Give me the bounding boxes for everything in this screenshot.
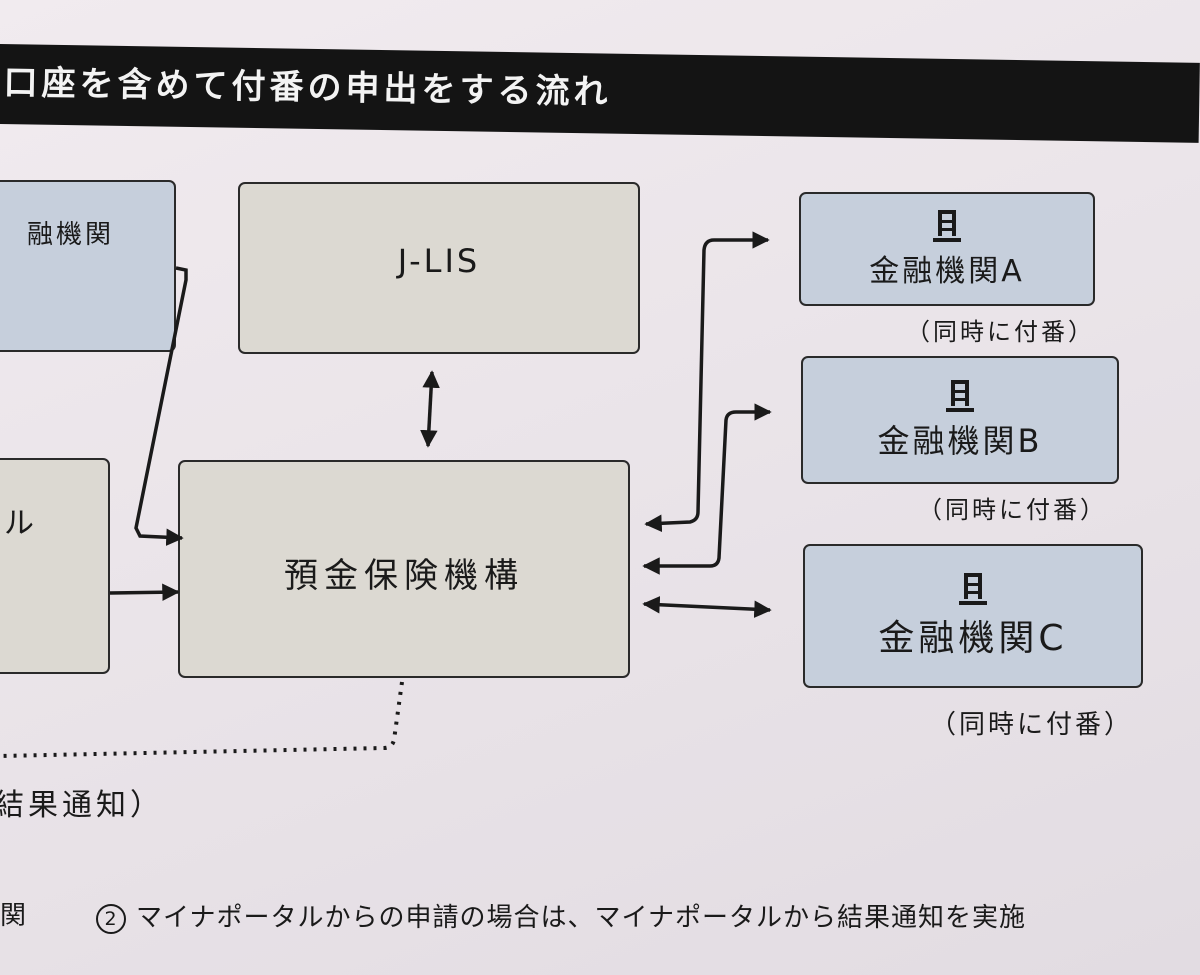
bank-building-icon (946, 380, 974, 412)
bank-a-box: 金融機関A (799, 192, 1095, 306)
step-number-badge: 2 (96, 903, 126, 934)
bank-b-box: 金融機関B (801, 356, 1119, 484)
dotted-result-line (0, 681, 404, 758)
footer-left-fragment: 関 (0, 901, 28, 931)
left-portal-label: ル (4, 506, 38, 541)
left-bank-box: 融機関 (0, 180, 176, 352)
footer-step-text: マイナポータルからの申請の場合は、マイナポータルから結果通知を実施 (136, 903, 1026, 933)
jlis-label: J-LIS (397, 242, 481, 280)
arrow-jlis-dic (420, 370, 440, 448)
bank-c-note: （同時に付番） (930, 710, 1134, 740)
arrow-dic-bank-c (642, 596, 772, 618)
dic-label: 預金保険機構 (284, 556, 524, 596)
jlis-box: J-LIS (238, 182, 640, 354)
left-bank-label: 融機関 (26, 220, 114, 250)
dic-box: 預金保険機構 (178, 460, 630, 678)
bank-c-label: 金融機関C (878, 618, 1068, 659)
bank-b-label: 金融機関B (877, 422, 1043, 460)
bank-building-icon (958, 573, 987, 605)
arrow-dic-bank-a (644, 231, 770, 533)
arrow-left-portal-to-dic (109, 583, 180, 601)
bank-b-note: （同時に付番） (918, 496, 1107, 524)
bank-a-note: （同時に付番） (906, 318, 1095, 346)
arrow-dic-bank-b (642, 403, 772, 575)
arrow-left-bank-to-dic (134, 266, 188, 546)
left-portal-box: ル (0, 458, 110, 674)
bank-building-icon (933, 210, 961, 242)
result-notice-label: 結果通知） (0, 788, 164, 823)
bank-c-box: 金融機関C (803, 544, 1143, 688)
footer-step: 2 マイナポータルからの申請の場合は、マイナポータルから結果通知を実施 (96, 897, 1026, 934)
bank-a-label: 金融機関A (869, 254, 1025, 289)
